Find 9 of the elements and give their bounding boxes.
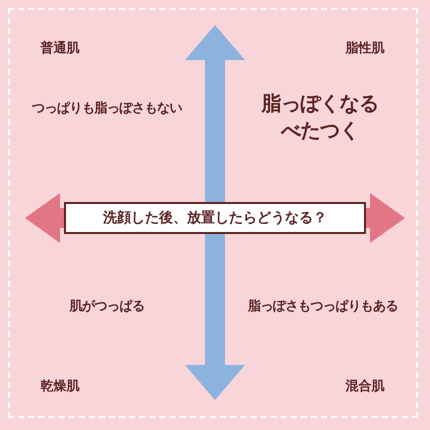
quadrant-text: つっぱりも脂っぽさもない [31,100,184,118]
skin-type-label: 混合肌 [344,378,386,396]
skin-type-label: 普通肌 [40,40,80,58]
quadrant-text: 脂っぽさもつっぱりもある [246,298,399,316]
quadrant-text: 肌がつっぱる [68,298,146,316]
skin-type-label: 脂性肌 [344,40,386,58]
quadrant-text: 脂っぽくなるべたつく [260,90,380,144]
skin-type-label: 乾燥肌 [40,378,80,396]
question-box: 洗顔した後、放置したらどうなる？ [64,202,366,234]
